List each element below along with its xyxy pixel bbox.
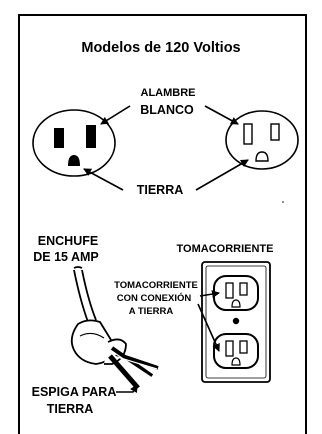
label-blanco: BLANCO	[140, 103, 194, 117]
diagram-frame	[18, 14, 307, 434]
label-toma-conexion-1: TOMACORRIENTE	[114, 280, 198, 291]
label-toma-conexion-3: A TIERRA	[129, 306, 174, 317]
outlet-plate	[201, 261, 271, 383]
arrow-conexion-upper	[199, 290, 220, 299]
arrow-blanco-left	[100, 105, 131, 125]
arrow-conexion-lower	[197, 303, 220, 352]
outlet-face-right	[225, 110, 299, 170]
label-espiga-2: TIERRA	[47, 402, 94, 416]
label-toma-conexion-2: CON CONEXIÓN	[117, 292, 192, 304]
arrow-tierra-left	[83, 168, 124, 191]
plug-face-left	[32, 109, 116, 177]
label-enchufe-1: ENCHUFE	[38, 234, 98, 248]
arrow-blanco-right	[204, 105, 239, 125]
label-tomacorriente: TOMACORRIENTE	[177, 243, 274, 255]
diagram-title: Modelos de 120 Voltios	[81, 40, 240, 56]
arrow-tierra-right	[195, 159, 249, 191]
label-alambre: ALAMBRE	[141, 87, 196, 99]
plug-illustration	[70, 266, 159, 390]
label-tierra: TIERRA	[137, 183, 184, 197]
label-espiga-1: ESPIGA PARA	[32, 385, 117, 399]
label-enchufe-2: DE 15 AMP	[33, 250, 99, 264]
arrow-espiga	[116, 384, 138, 394]
